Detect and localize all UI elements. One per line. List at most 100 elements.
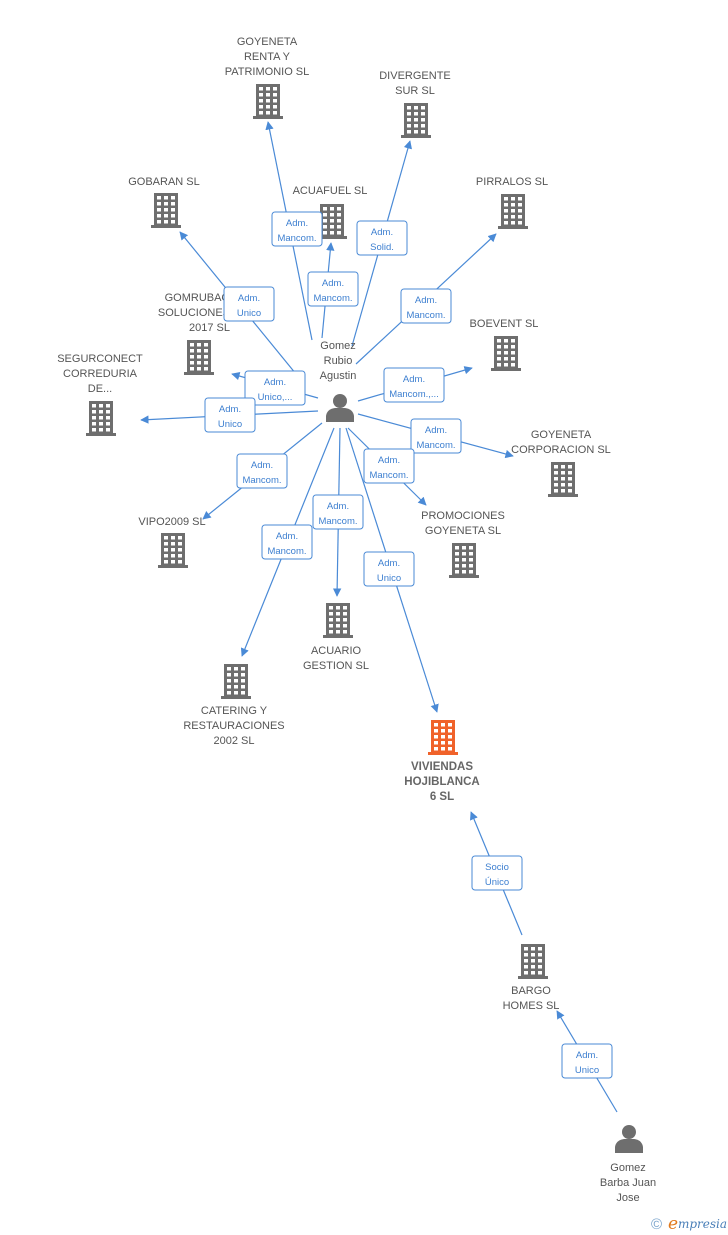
- node-bargo[interactable]: BARGO HOMES SL: [503, 944, 560, 1012]
- node-label-line: SEGURCONECT: [57, 353, 143, 365]
- edge-label-box[interactable]: Adm. Mancom.: [236, 453, 288, 489]
- building-icon[interactable]: [86, 401, 116, 436]
- edge-label-text: Unico,...: [258, 392, 293, 403]
- edge-label-text: Adm.: [251, 460, 273, 471]
- node-label-line: CORPORACION SL: [511, 444, 611, 456]
- edge-labels-layer: Adm.Mancom.Adm.Solid.Adm.UnicoAdm.Mancom…: [204, 211, 613, 1079]
- node-label-line: ACUARIO: [311, 645, 362, 657]
- edge-label-text: Unico: [218, 419, 242, 430]
- building-icon[interactable]: [449, 543, 479, 578]
- node-label-line: DIVERGENTE: [379, 70, 451, 82]
- node-label-line: PATRIMONIO SL: [225, 66, 310, 78]
- edge-label-box[interactable]: Adm. Mancom.: [307, 271, 359, 307]
- edge-label-box[interactable]: Adm. Unico: [363, 551, 415, 587]
- edge-label-text: Mancom.: [406, 310, 445, 321]
- edge-label-text: Adm.: [322, 278, 344, 289]
- node-goyeneta-corp[interactable]: GOYENETA CORPORACION SL: [511, 429, 611, 497]
- node-label-line: Barba Juan: [600, 1177, 656, 1189]
- edge-label-box[interactable]: Adm.Mancom.: [363, 448, 415, 484]
- brand-logo: © e mpresia: [651, 1214, 727, 1234]
- edge-label-text: Mancom.: [318, 516, 357, 527]
- edge-label-text: Socio: [485, 862, 509, 873]
- node-label-line: ACUAFUEL SL: [293, 185, 368, 197]
- edge-label-text: Mancom.: [277, 233, 316, 244]
- node-label-line: RESTAURACIONES: [183, 720, 284, 732]
- node-vipo2009[interactable]: VIPO2009 SL: [138, 516, 206, 568]
- edge-label-text: Adm.: [378, 558, 400, 569]
- node-label-line: BARGO: [511, 985, 551, 997]
- node-label-line: GOYENETA: [531, 429, 592, 441]
- edge-label-text: Adm.: [264, 377, 286, 388]
- building-icon[interactable]: [548, 462, 578, 497]
- building-icon[interactable]: [158, 533, 188, 568]
- edge-label-text: Unico: [377, 573, 401, 584]
- building-icon-focus[interactable]: [428, 720, 458, 755]
- person-icon[interactable]: [615, 1125, 643, 1153]
- person-icon[interactable]: [326, 394, 354, 422]
- edge-label-box[interactable]: Adm.Mancom.: [312, 494, 364, 530]
- edge-label-box[interactable]: Adm.Unico: [223, 286, 275, 322]
- edge-label-box[interactable]: Adm.Unico: [561, 1043, 613, 1079]
- edge-label-text: Único: [485, 877, 509, 888]
- node-label-line: Gomez: [320, 340, 355, 352]
- node-label-line: PIRRALOS SL: [476, 176, 548, 188]
- building-icon[interactable]: [491, 336, 521, 371]
- node-label-line: DE...: [88, 383, 112, 395]
- brand-initial: e: [668, 1214, 678, 1234]
- edge-label-text: Mancom.: [416, 440, 455, 451]
- edge-label-box[interactable]: Adm.Mancom.: [271, 211, 323, 247]
- node-label-line: 6 SL: [430, 791, 454, 803]
- edge-label-text: Adm.: [403, 374, 425, 385]
- node-gobaran[interactable]: GOBARAN SL: [128, 176, 200, 228]
- building-icon[interactable]: [498, 194, 528, 229]
- edge-label-box[interactable]: Adm.Unico: [204, 397, 256, 433]
- node-label-line: GOMRUBAG: [165, 292, 230, 304]
- edge-label-box[interactable]: Adm. Mancom.: [410, 418, 462, 454]
- node-pirralos[interactable]: PIRRALOS SL: [476, 176, 548, 229]
- building-icon[interactable]: [221, 664, 251, 699]
- edge-label-text: Mancom.: [267, 546, 306, 557]
- node-label-line: SOLUCIONES: [158, 307, 230, 319]
- copyright-symbol: ©: [651, 1216, 662, 1233]
- node-label-line: HOJIBLANCA: [404, 776, 479, 788]
- edge-label-text: Mancom.: [313, 293, 352, 304]
- building-icon[interactable]: [401, 103, 431, 138]
- node-label-line: CORREDURIA: [63, 368, 138, 380]
- building-icon[interactable]: [323, 603, 353, 638]
- edge-label-box[interactable]: Adm. Unico,...: [244, 370, 306, 406]
- node-acuafuel[interactable]: ACUAFUEL SL: [293, 185, 368, 239]
- edge-label-text: Adm.: [238, 293, 260, 304]
- building-icon[interactable]: [253, 84, 283, 119]
- edge-label-text: Unico: [575, 1065, 599, 1076]
- node-label-line: VIPO2009 SL: [138, 516, 205, 528]
- building-icon[interactable]: [317, 204, 347, 239]
- edge-label-box[interactable]: Adm.Mancom.,...: [383, 367, 445, 403]
- node-label-line: HOMES SL: [503, 1000, 560, 1012]
- edge-label-box[interactable]: Adm. Mancom.: [261, 524, 313, 560]
- edge-label-text: Adm.: [425, 425, 447, 436]
- node-boevent[interactable]: BOEVENT SL: [470, 318, 539, 371]
- edge-label-text: Mancom.: [242, 475, 281, 486]
- building-icon[interactable]: [518, 944, 548, 979]
- node-label-line: PROMOCIONES: [421, 510, 505, 522]
- node-label-line: Jose: [616, 1192, 639, 1204]
- building-icon[interactable]: [151, 193, 181, 228]
- node-label-line: Agustin: [320, 370, 357, 382]
- edge-label-box[interactable]: Adm.Mancom.: [400, 288, 452, 324]
- node-segurconect[interactable]: SEGURCONECT CORREDURIA DE...: [57, 353, 143, 436]
- edge-label-box[interactable]: Adm.Solid.: [356, 220, 408, 256]
- building-icon[interactable]: [184, 340, 214, 375]
- node-label-line: Rubio: [324, 355, 353, 367]
- edge-label-text: Adm.: [276, 531, 298, 542]
- node-label-line: BOEVENT SL: [470, 318, 539, 330]
